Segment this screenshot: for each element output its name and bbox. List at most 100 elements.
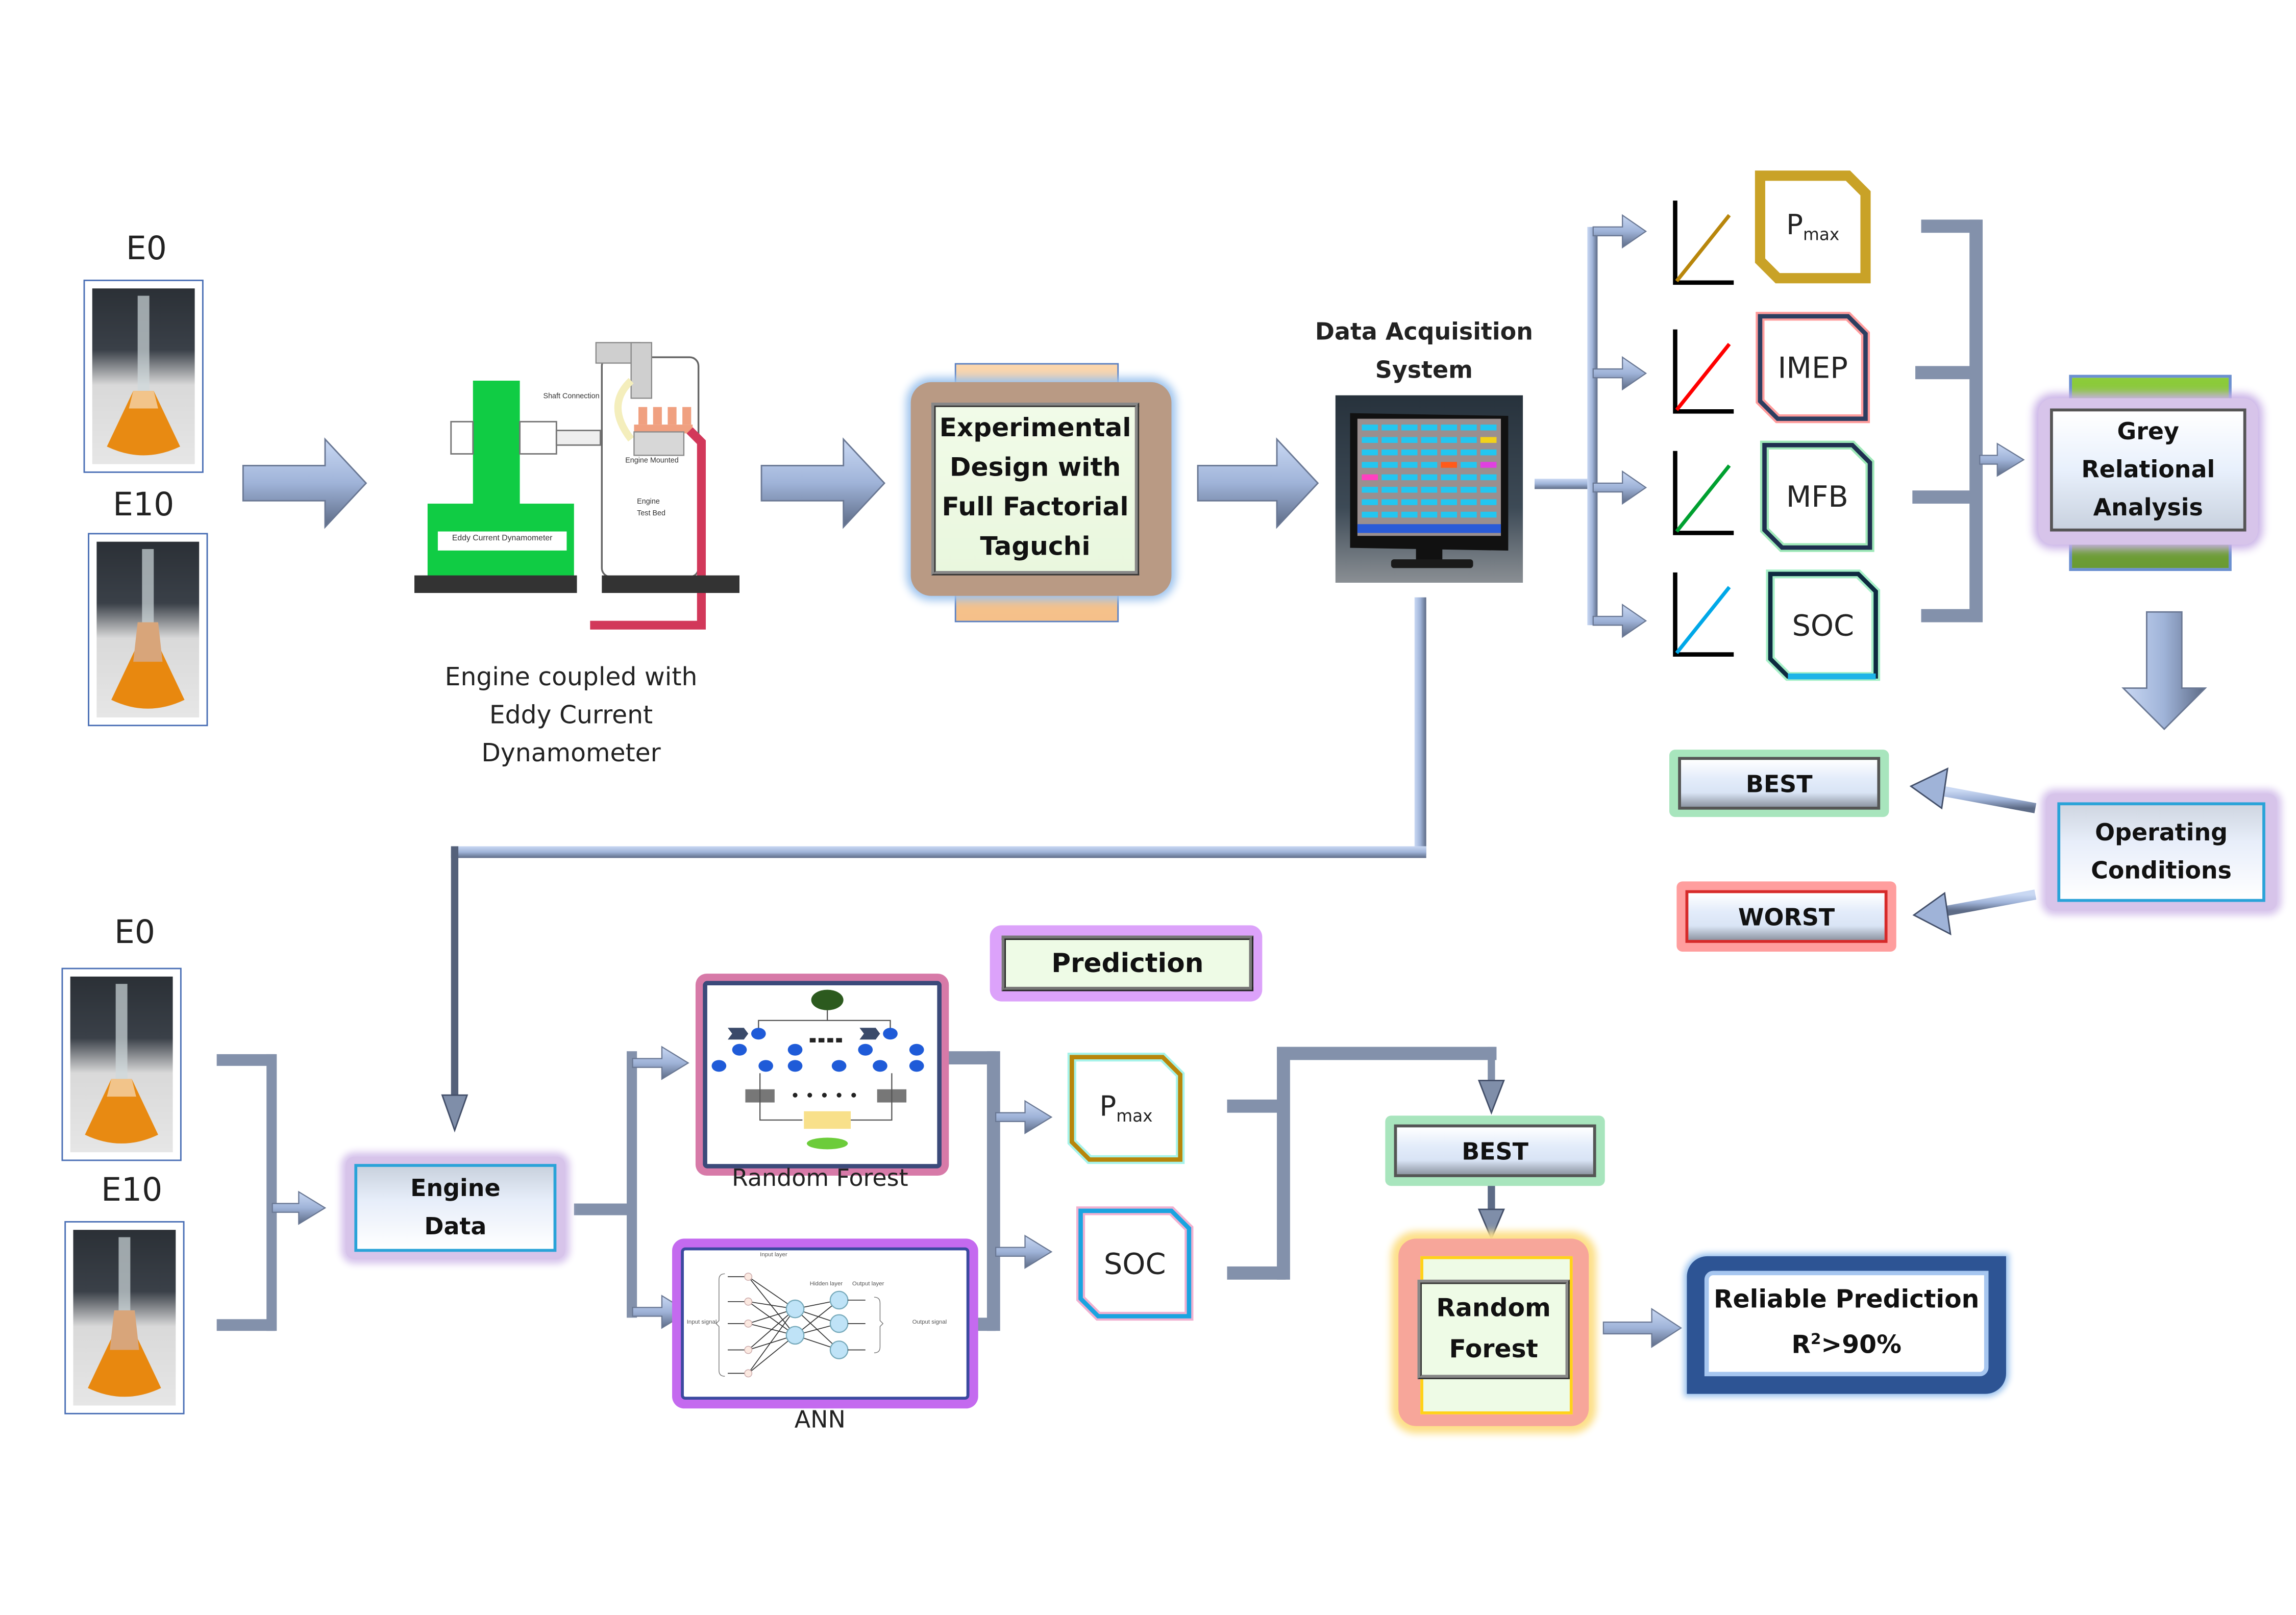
flask-icon [111, 549, 185, 709]
daq-title-line: Data Acquisition [1315, 317, 1533, 346]
daq-screen-cell [1441, 474, 1457, 481]
engine-dynamometer-diagram: Shaft Connection Engine Mounted Engine T… [414, 340, 751, 648]
daq-screen-cell [1362, 499, 1378, 505]
daq-screen-cell [1421, 487, 1438, 493]
decision-tree-icon [711, 989, 924, 1150]
flask-icon [85, 984, 158, 1144]
daq-screen-cell [1480, 511, 1497, 518]
ann-hidden-node [785, 1299, 805, 1319]
connector-daq-to-responses [1535, 214, 1647, 638]
daq-screen-cell [1421, 449, 1438, 456]
target-label: SOC [1103, 1246, 1166, 1281]
ann-input-layer-label: Input layer [760, 1250, 787, 1258]
design-line: Design with [949, 454, 1121, 483]
neural-network-icon [715, 1273, 884, 1378]
r-value: >90% [1821, 1331, 1902, 1361]
daq-screen-cell [1381, 511, 1398, 518]
fuel-label-e0-top: E0 [126, 231, 167, 268]
daq-screen-cell [1461, 487, 1477, 493]
ann-caption: ANN [794, 1405, 846, 1434]
random-forest-caption: Random Forest [732, 1164, 908, 1192]
target-subscript: max [1116, 1105, 1153, 1126]
fuel-sample-photo-e10-top [88, 533, 208, 727]
daq-screen-cell [1381, 474, 1398, 481]
ann-edge [795, 1300, 840, 1336]
daq-screen-cell [1421, 474, 1438, 481]
target-label: P [1099, 1090, 1117, 1123]
engine-mounted-label: Engine Mounted [625, 457, 679, 466]
result-metric: R2>90% [1791, 1321, 1902, 1366]
daq-screen-cell [1441, 425, 1457, 431]
connector-targets-to-best [1227, 1047, 1505, 1280]
block-arrow-engine-to-design [760, 437, 886, 529]
fuel-sample-photo-e10-bottom [64, 1221, 185, 1414]
chart-trend-line [1675, 343, 1731, 411]
daq-screen-cell [1362, 425, 1378, 431]
daq-screen-cell [1461, 462, 1477, 468]
predicted-target-soc: SOC [1075, 1205, 1195, 1322]
predicted-target-pmax: Pmax [1066, 1051, 1186, 1165]
daq-screen-cell [1441, 499, 1457, 505]
worst-outcome-box: WORST [1685, 890, 1888, 943]
prediction-header: Prediction [1001, 935, 1254, 991]
r-superscript: 2 [1810, 1333, 1821, 1349]
best-outcome-box: BEST [1678, 757, 1881, 810]
daq-screen-cell [1461, 511, 1477, 518]
random-forest-diagram [703, 981, 942, 1169]
fuel-label-e10-top: E10 [113, 487, 175, 525]
daq-screen-cell [1480, 425, 1497, 431]
daq-screen-cell [1480, 437, 1497, 443]
ann-edge [748, 1276, 796, 1336]
r-label: R [1791, 1331, 1811, 1361]
chart-axis [1673, 572, 1734, 657]
response-label: MFB [1786, 479, 1848, 514]
daq-screen-cell [1362, 449, 1378, 456]
daq-screen-cell [1381, 449, 1398, 456]
block-arrow-grey-to-operating [2121, 611, 2207, 730]
daq-screen-cell [1461, 499, 1477, 505]
ann-diagram: Input layer Hidden layer Output layer In… [681, 1247, 970, 1400]
daq-screen-cell [1461, 474, 1477, 481]
connector-daq-to-engine-data [441, 597, 1426, 1133]
fuel-label-e10-bottom: E10 [101, 1173, 163, 1210]
daq-screen-cell [1461, 425, 1477, 431]
daq-screen-cell [1381, 437, 1398, 443]
caption-line: Eddy Current [489, 701, 653, 731]
response-box-pmax: Pmax [1754, 170, 1871, 284]
design-line: Experimental [939, 414, 1131, 444]
ann-hidden-node [785, 1326, 805, 1345]
daq-screen-cell [1362, 462, 1378, 468]
daq-screen-cell [1381, 462, 1398, 468]
grey-line: Relational [2081, 455, 2215, 483]
ann-input-brace [715, 1273, 725, 1377]
result-box: Reliable Prediction R2>90% [1704, 1271, 1989, 1377]
daq-screen-cell [1401, 425, 1418, 431]
monitor-icon [1350, 413, 1509, 568]
response-subscript: max [1803, 223, 1840, 245]
ann-input-node [744, 1346, 753, 1354]
chart-axis [1673, 329, 1734, 414]
daq-screen-cell [1401, 487, 1418, 493]
arrow-operating-to-best [1909, 767, 2037, 813]
operating-line: Conditions [2091, 856, 2232, 885]
shaft-connection-label: Shaft Connection [543, 392, 600, 402]
ann-output-node [829, 1290, 849, 1310]
daq-monitor-photo [1335, 395, 1523, 583]
ann-output-brace [874, 1297, 884, 1353]
connector-models-to-targets [937, 1051, 1053, 1331]
daq-screen-cell [1362, 474, 1378, 481]
chart-trend-line [1675, 214, 1731, 283]
daq-screen-cell [1362, 437, 1378, 443]
response-label: P [1786, 209, 1804, 242]
daq-screen-cell [1401, 511, 1418, 518]
daq-screen-cell [1441, 449, 1457, 456]
engine-setup-caption: Engine coupled with Eddy Current Dynamom… [410, 659, 732, 773]
ann-input-node [744, 1319, 753, 1328]
daq-screen-cell [1480, 499, 1497, 505]
response-box-soc: SOC [1765, 568, 1882, 682]
result-title: Reliable Prediction [1713, 1286, 1980, 1315]
daq-screen-cell [1362, 511, 1378, 518]
daq-screen-cell [1441, 462, 1457, 468]
engine-data-line: Engine [410, 1174, 501, 1202]
chart-axis [1673, 201, 1734, 285]
